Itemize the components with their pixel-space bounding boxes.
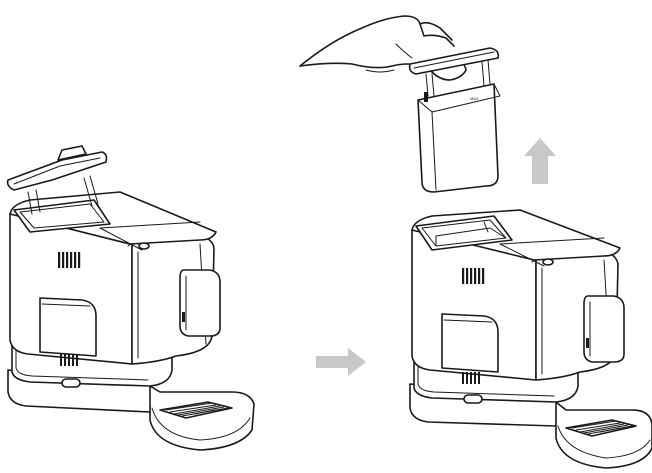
right-side-handle — [583, 295, 625, 363]
hand-holding-tank: MAX — [299, 15, 501, 193]
right-lower-vents — [462, 372, 480, 384]
left-lower-vents — [60, 354, 78, 366]
right-vent-slots — [462, 268, 485, 284]
left-drip-grate — [159, 401, 233, 419]
right-drip-grate — [565, 419, 637, 437]
right-power-button — [463, 394, 483, 404]
left-power-button — [61, 378, 81, 388]
left-side-handle — [179, 269, 221, 337]
left-coffee-machine — [6, 145, 255, 451]
left-vent-slots — [58, 252, 81, 268]
up-arrow-icon — [524, 138, 556, 184]
right-arrow-icon — [316, 348, 366, 376]
left-top-knob — [138, 242, 150, 250]
empty-tank-cavity — [415, 215, 513, 251]
tank-max-marking: MAX — [470, 96, 479, 101]
right-top-knob — [542, 258, 554, 266]
left-open-lid — [6, 145, 108, 191]
right-coffee-machine — [409, 209, 652, 469]
